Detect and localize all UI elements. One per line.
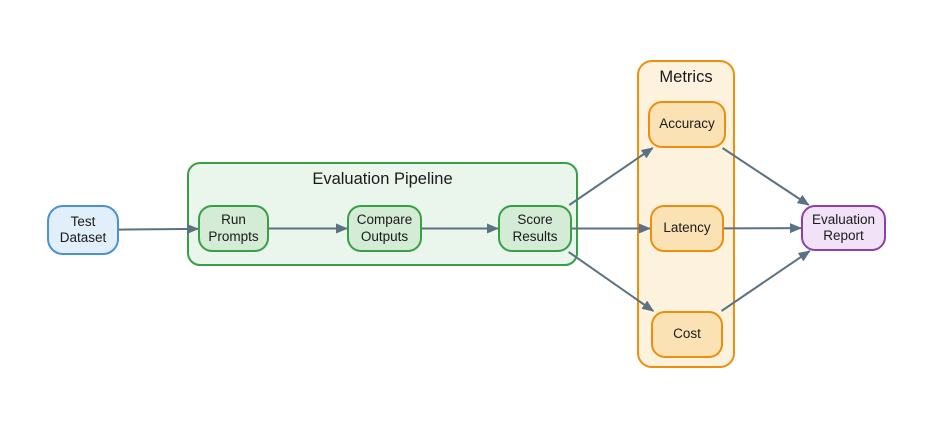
node-evaluation-report: Evaluation Report: [801, 205, 886, 251]
node-score-results: Score Results: [498, 205, 572, 252]
node-test-dataset: Test Dataset: [47, 205, 119, 255]
group-title-metrics: Metrics: [659, 68, 713, 86]
node-cost: Cost: [651, 311, 723, 358]
node-cost-label: Cost: [673, 326, 701, 342]
node-latency: Latency: [650, 205, 724, 252]
node-accuracy-label: Accuracy: [659, 116, 715, 132]
node-compare-outputs: Compare Outputs: [347, 205, 422, 252]
node-score-results-label: Score Results: [512, 212, 558, 244]
node-evaluation-report-label: Evaluation Report: [811, 211, 876, 244]
edge-accuracy-to-report: [721, 147, 810, 206]
node-latency-label: Latency: [663, 220, 711, 236]
group-title-evaluation-pipeline: Evaluation Pipeline: [312, 170, 453, 188]
node-run-prompts-label: Run Prompts: [208, 212, 259, 244]
node-test-dataset-label: Test Dataset: [59, 213, 107, 246]
node-run-prompts: Run Prompts: [198, 205, 269, 252]
node-accuracy: Accuracy: [648, 101, 726, 148]
node-compare-outputs-label: Compare Outputs: [356, 212, 413, 244]
